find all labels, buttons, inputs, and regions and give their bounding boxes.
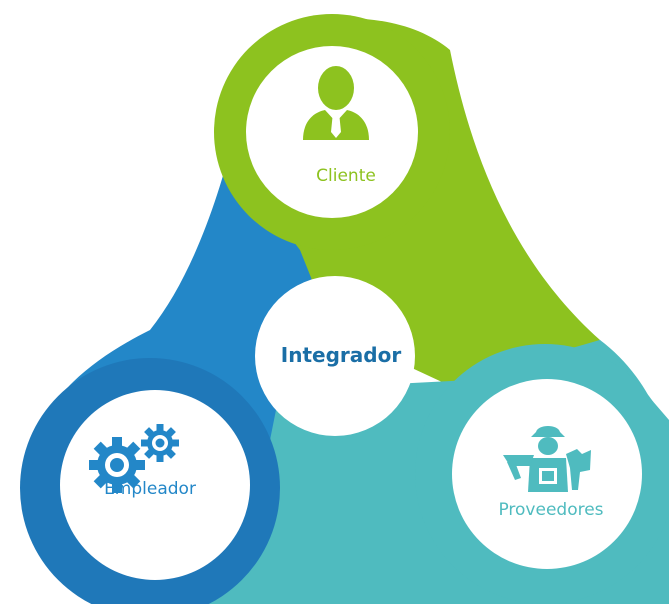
integrador-node — [255, 276, 415, 436]
proveedores-label: Proveedores — [498, 500, 603, 520]
cliente-label: Cliente — [316, 166, 376, 186]
empleador-label: Empleador — [104, 479, 196, 499]
gears-icon — [89, 424, 179, 493]
integrador-label: Integrador — [281, 343, 402, 367]
person-icon — [303, 66, 369, 140]
vendor-icon — [503, 426, 591, 492]
empleador-node — [60, 390, 250, 580]
